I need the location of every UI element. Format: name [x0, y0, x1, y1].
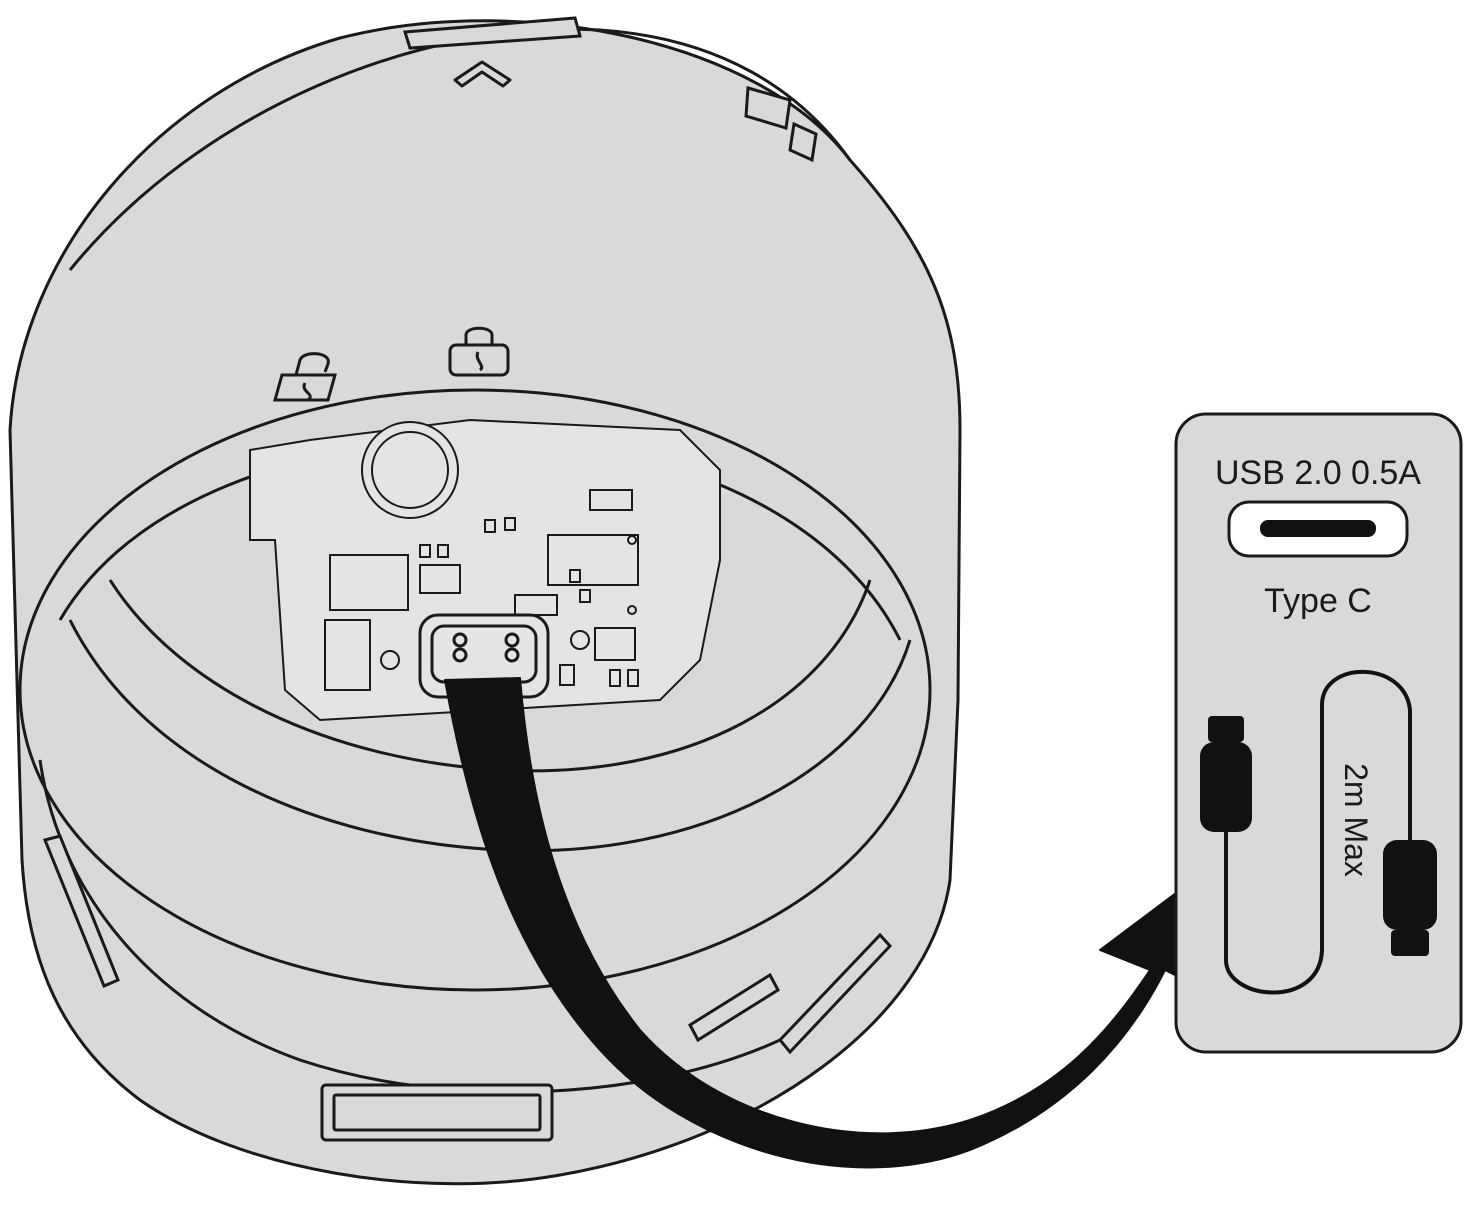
chip-main [547, 534, 639, 586]
pcb-board [249, 418, 721, 722]
port-type-label: Type C [1264, 582, 1372, 620]
side-clips [42, 834, 893, 1142]
usb-c-cable-icon [1200, 669, 1437, 995]
chevron-up-icon [453, 60, 512, 88]
cable-length-label: 2m Max [1338, 763, 1374, 877]
capacitor [361, 421, 459, 519]
lock-open-icon [273, 352, 337, 402]
spec-panel: USB 2.0 0.5A Type C 2m Max [1174, 412, 1463, 1054]
usb-spec-label: USB 2.0 0.5A [1215, 454, 1421, 492]
lock-closed-icon [448, 326, 510, 377]
usb-c-port-icon [418, 613, 550, 699]
top-latch [403, 16, 818, 163]
